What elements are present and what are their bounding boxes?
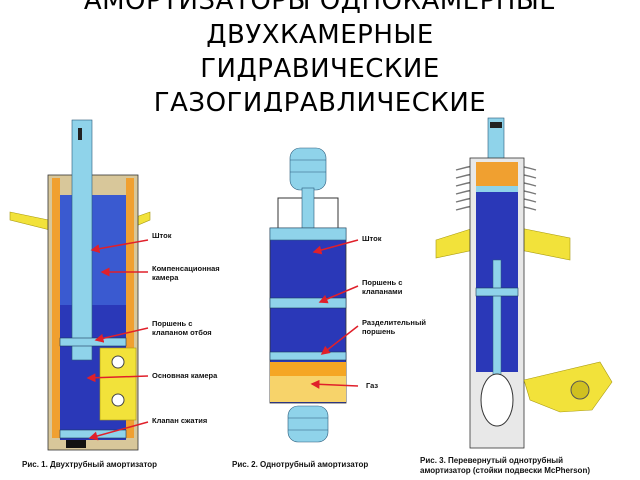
fig2-label-rod: Шток (362, 234, 382, 243)
fig2-caption: Рис. 2. Однотрубный амортизатор (232, 460, 369, 469)
diagram-graphics (9, 117, 613, 451)
figure3-inverted-strut (435, 117, 613, 449)
fig3-caption-1: Рис. 3. Перевернутый однотрубный (420, 456, 564, 465)
fig2-label-piston-2: клапанами (362, 287, 403, 296)
fig1-label-piston-2: клапаном отбоя (152, 328, 212, 337)
fig1-label-comp-valve: Клапан сжатия (152, 416, 208, 425)
title-line-2: ДВУХКАМЕРНЫЕ (206, 20, 434, 50)
title-line-1: АМОРТИЗАТОРЫ ОДНОКАМЕРНЫЕ (83, 0, 557, 16)
fig2-label-gas: Газ (366, 381, 379, 390)
fig2-label-piston-1: Поршень с (362, 278, 403, 287)
title-line-3: ГИДРАВИЧЕСКИЕ (200, 54, 440, 84)
fig2-label-separator-2: поршень (362, 327, 396, 336)
fig1-label-piston-1: Поршень с (152, 319, 193, 328)
figure1-twin-tube-shock (9, 119, 151, 451)
fig1-caption: Рис. 1. Двухтрубный амортизатор (22, 460, 158, 469)
title-line-4: ГАЗОГИДРАВЛИЧЕСКИЕ (153, 88, 487, 112)
page-title: АМОРТИЗАТОРЫ ОДНОКАМЕРНЫЕ ДВУХКАМЕРНЫЕ Г… (0, 0, 640, 112)
shock-absorber-diagram: Шток Компенсационная камера Поршень с кл… (0, 100, 640, 480)
fig1-label-main-chamber: Основная камера (152, 371, 218, 380)
fig1-label-comp-chamber-2: камера (152, 273, 179, 282)
fig1-label-rod: Шток (152, 231, 172, 240)
fig1-label-comp-chamber-1: Компенсационная (152, 264, 220, 273)
fig3-caption-2: амортизатор (стойки подвески McPherson) (420, 466, 590, 475)
fig2-label-separator-1: Разделительный (362, 318, 426, 327)
figure2-mono-tube-shock (269, 147, 359, 443)
